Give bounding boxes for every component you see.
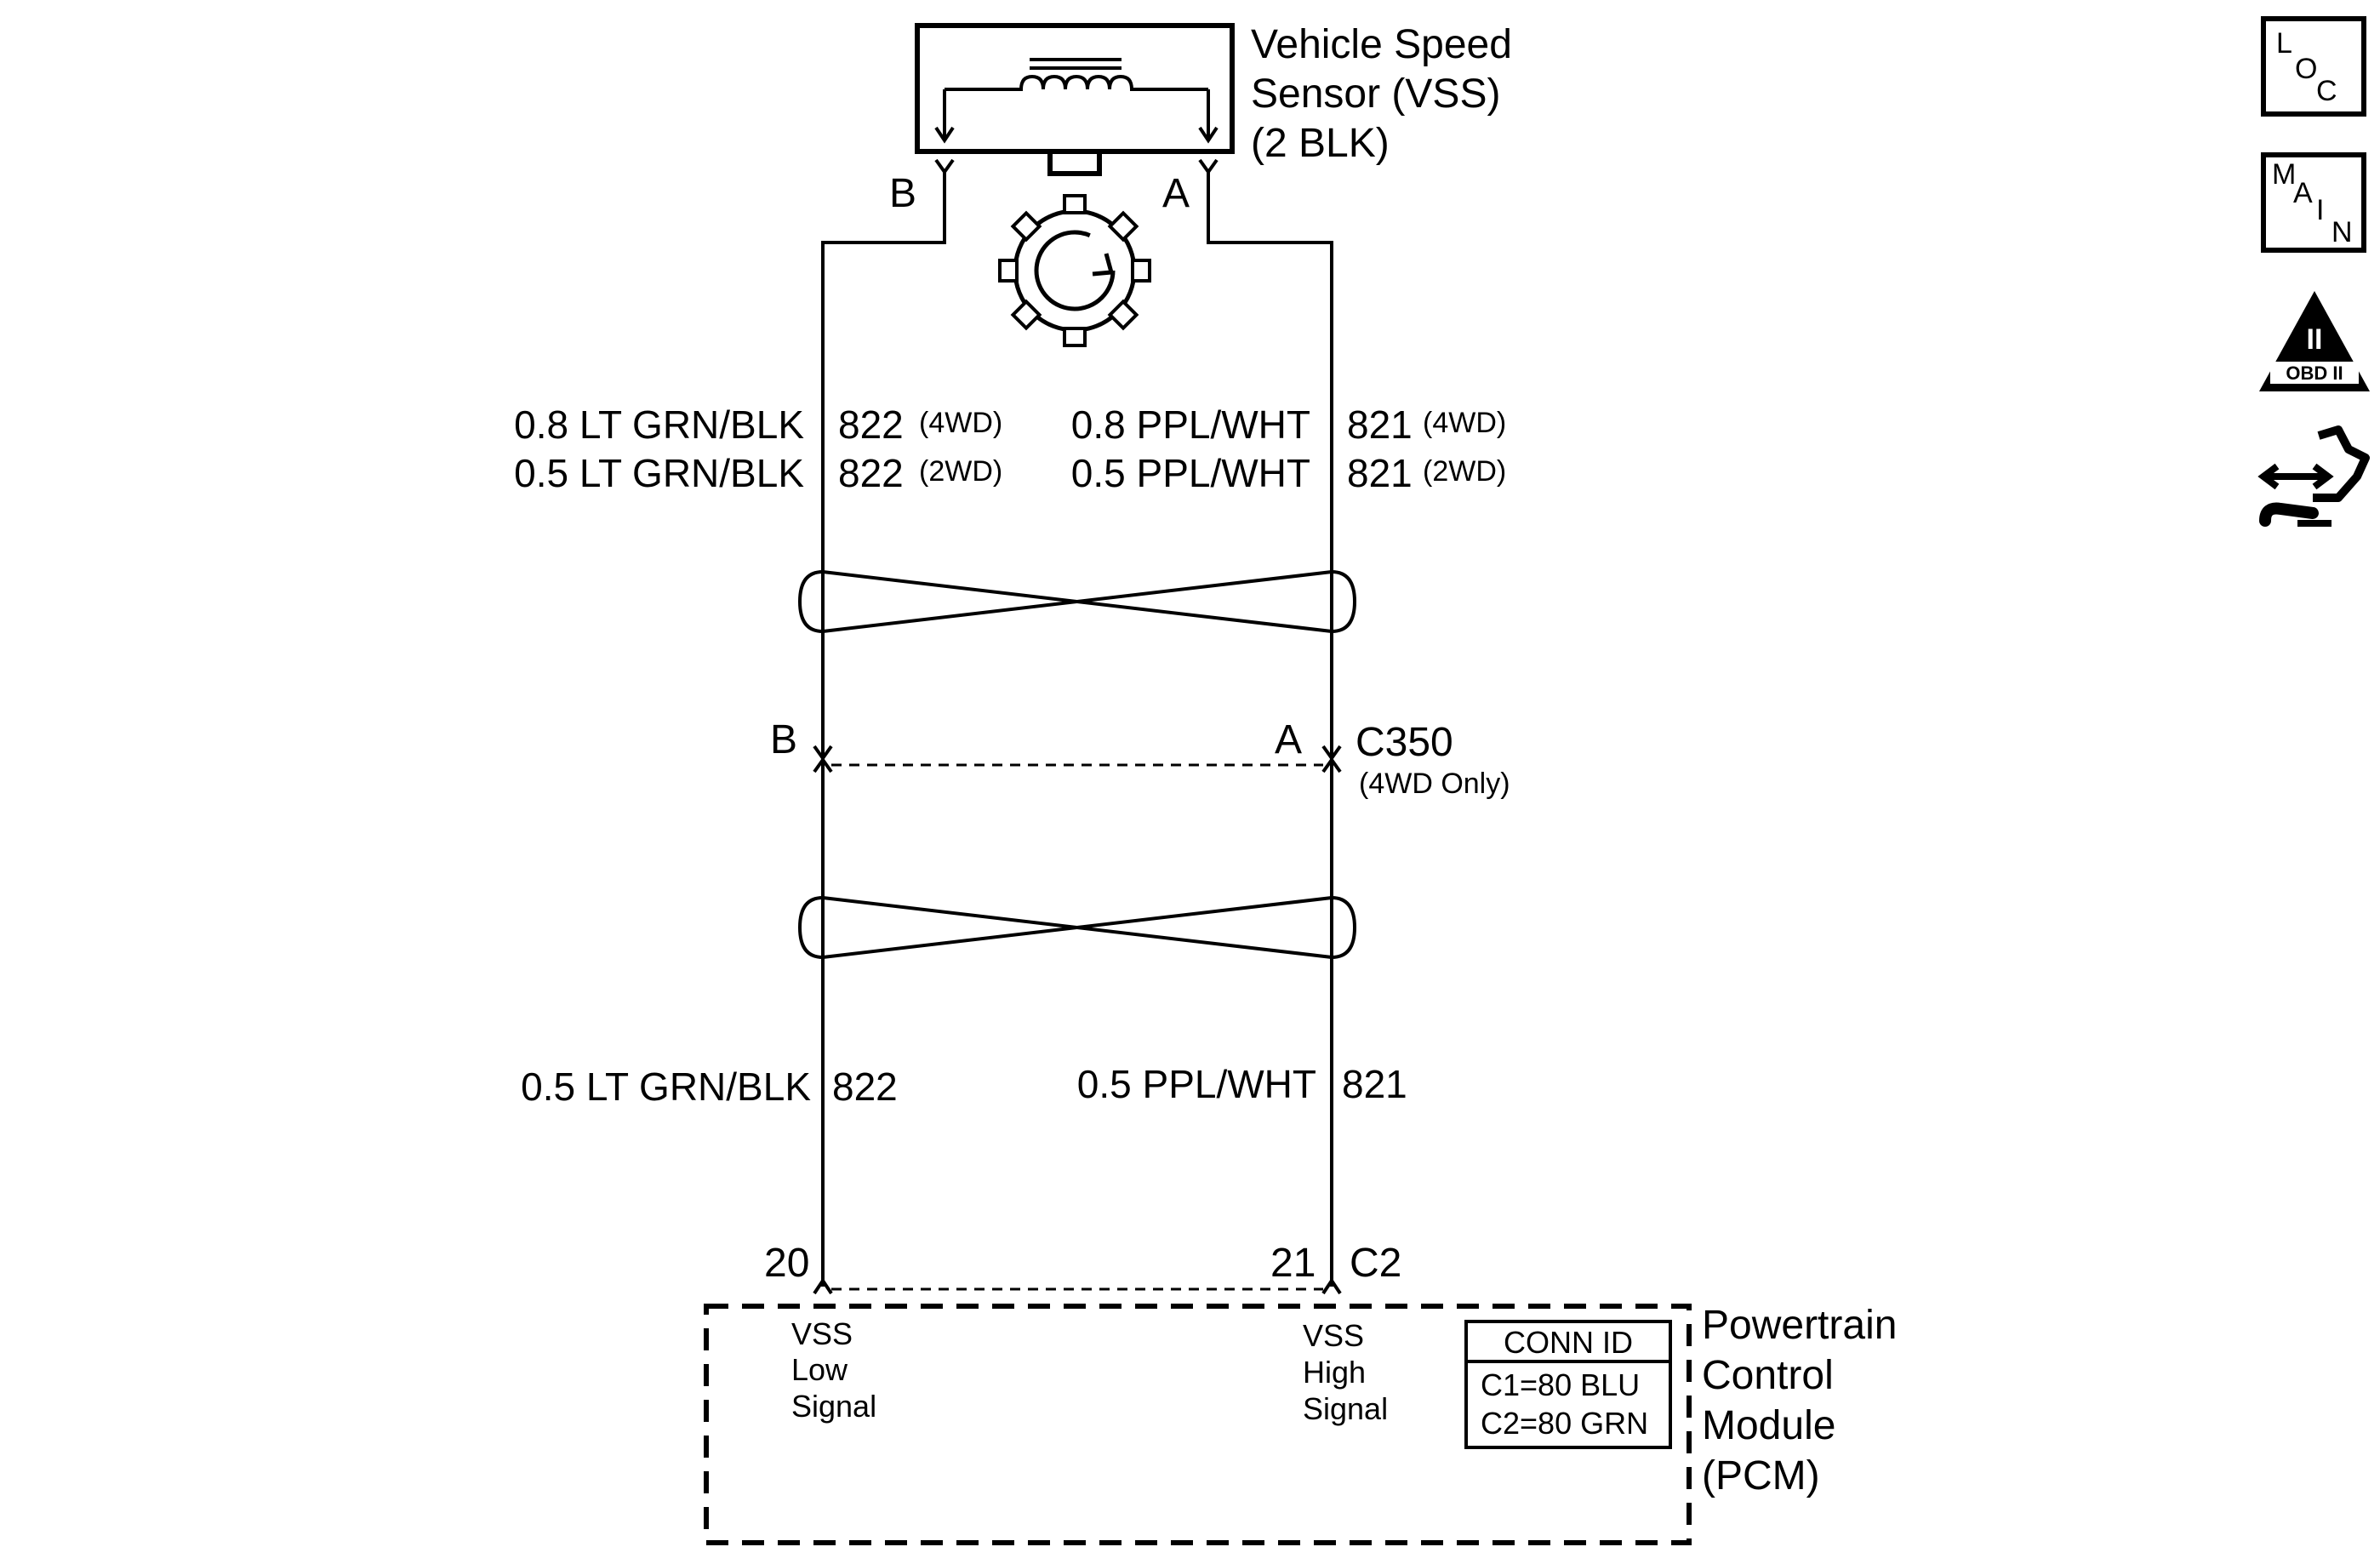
svg-text:L: L [2276,27,2292,60]
vss-pin-b-terminal [934,158,955,175]
conn-id-table: CONN ID C1=80 BLU C2=80 GRN [1464,1320,1672,1449]
wire-821-4wd-gauge: 0.8 PPL/WHT [1071,402,1310,447]
pcm-vss-low-line1: VSS [791,1316,853,1351]
loc-button[interactable]: L O C [2261,16,2366,117]
c350-note: (4WD Only) [1359,768,1510,800]
lower-wire-labels: 0.5 LT GRN/BLK 822 0.5 PPL/WHT 821 [521,1062,1407,1109]
vss-sensor: B A Vehicle Speed Sensor (VSS) (2 BLK) [889,22,1512,347]
wire-821-2wd-gauge: 0.5 PPL/WHT [1071,451,1310,495]
wire-821-2wd-circuit: 821 [1347,451,1413,495]
diagnostic-connector-icon[interactable] [2257,425,2370,527]
pcm-name-line4: (PCM) [1702,1453,1820,1498]
wire-822-4wd-circuit: 822 [838,402,904,447]
svg-text:OBD II: OBD II [2286,362,2343,384]
pcm-vss-low-line3: Signal [791,1389,876,1424]
pcm-name-line1: Powertrain [1702,1303,1897,1348]
svg-text:C: C [2316,75,2337,107]
pcm-module: VSS Low Signal VSS High Signal CONN ID C… [704,1303,1897,1545]
pcm-vss-low-line2: Low [791,1352,848,1387]
wire-822-4wd-gauge: 0.8 LT GRN/BLK [514,402,804,447]
wire-821-lower-circuit: 821 [1342,1062,1407,1106]
svg-text:A: A [2293,177,2313,209]
obd-ii-button[interactable]: II OBD II [2259,291,2370,391]
c2-pin-20-label: 20 [764,1241,809,1286]
vss-pin-a-label: A [1162,171,1190,216]
svg-text:N: N [2331,216,2353,248]
circuit-821-wire [1207,172,1333,1287]
svg-text:M: M [2272,158,2296,191]
conn-id-c2: C2=80 GRN [1481,1406,1648,1441]
c350-pin-b-label: B [770,717,797,762]
c2-pin-21-label: 21 [1270,1241,1316,1286]
vss-pin-b-label: B [889,171,916,216]
c350-name: C350 [1356,720,1453,765]
wire-821-2wd-note: (2WD) [1423,455,1506,488]
main-index-icon[interactable] [2261,152,2366,253]
svg-text:I: I [2316,194,2324,226]
conn-id-title: CONN ID [1504,1325,1633,1360]
pcm-name-line3: Module [1702,1403,1835,1448]
wire-822-2wd-note: (2WD) [919,455,1002,488]
wire-821-lower-gauge: 0.5 PPL/WHT [1077,1062,1316,1106]
wire-822-2wd-gauge: 0.5 LT GRN/BLK [514,451,804,495]
wire-822-4wd-note: (4WD) [919,407,1002,439]
reluctor-wheel-icon [998,194,1151,347]
twisted-pair-upper [797,570,1357,633]
pcm-vss-high-line3: Signal [1303,1391,1388,1426]
wire-822-lower-circuit: 822 [832,1065,898,1109]
diagnostic-button[interactable] [2257,425,2370,527]
conn-id-c1: C1=80 BLU [1481,1367,1640,1402]
main-button[interactable]: M A I N [2261,152,2366,253]
pcm-vss-high-line1: VSS [1303,1318,1364,1353]
wire-822-lower-gauge: 0.5 LT GRN/BLK [521,1065,811,1109]
twisted-pair-lower [797,896,1357,959]
circuit-822-wire [821,172,946,1287]
c350-pin-a-label: A [1275,717,1302,762]
upper-wire-labels: 0.8 LT GRN/BLK 822 (4WD) 0.5 LT GRN/BLK … [514,402,1506,495]
vss-name-line1: Vehicle Speed [1251,22,1512,67]
wire-822-2wd-circuit: 822 [838,451,904,495]
connector-c2: 20 21 C2 [764,1241,1401,1295]
wire-821-4wd-note: (4WD) [1423,407,1506,439]
connector-c350: B A C350 (4WD Only) [770,717,1510,800]
pcm-name-line2: Control [1702,1353,1834,1398]
location-icon[interactable] [2261,16,2366,117]
svg-text:O: O [2295,53,2317,85]
vss-coil-icon [934,58,1219,144]
pcm-vss-high-line2: High [1303,1355,1366,1390]
vss-name-line3: (2 BLK) [1251,121,1390,166]
svg-text:II: II [2307,323,2323,356]
vss-pin-a-terminal [1198,158,1219,175]
wire-821-4wd-circuit: 821 [1347,402,1413,447]
vss-name-line2: Sensor (VSS) [1251,71,1500,117]
vss-shaft [1047,149,1102,176]
c2-name: C2 [1350,1241,1401,1286]
